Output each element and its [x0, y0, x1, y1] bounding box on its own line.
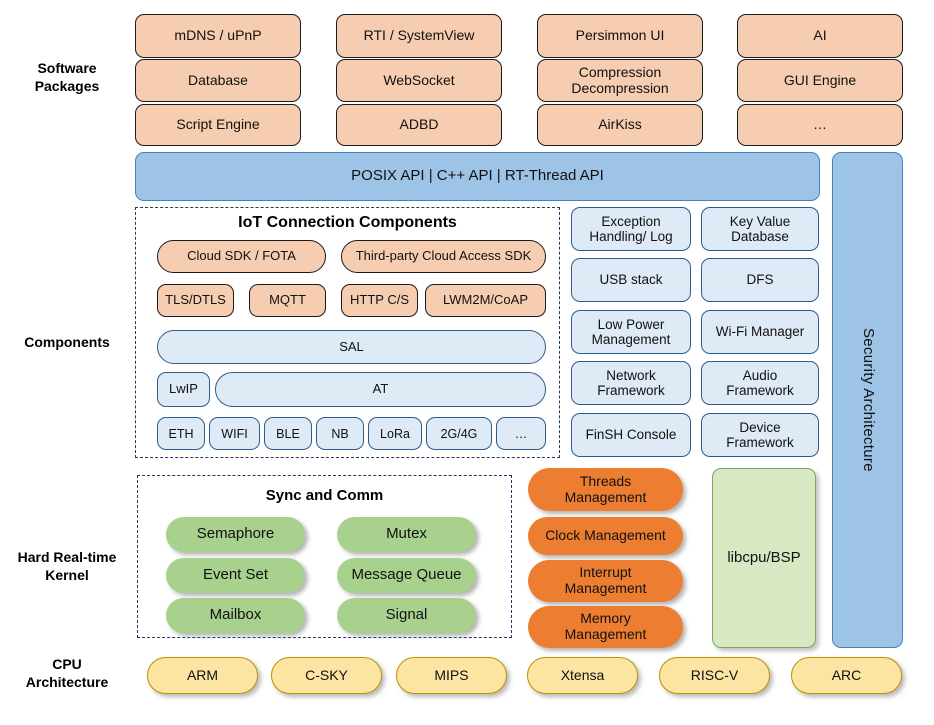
package-box[interactable]: WebSocket: [336, 59, 502, 102]
libcpu-bsp-box[interactable]: libcpu/BSP: [712, 468, 816, 648]
sync-and-comm-title: Sync and Comm: [265, 487, 384, 504]
kernel-management-box[interactable]: Memory Management: [528, 606, 683, 648]
package-box[interactable]: Persimmon UI: [537, 14, 703, 58]
iot-link-box[interactable]: 2G/4G: [426, 417, 492, 450]
iot-sal-box[interactable]: SAL: [157, 330, 546, 364]
api-bar: POSIX API | C++ API | RT-Thread API: [135, 152, 820, 201]
component-box[interactable]: Wi-Fi Manager: [701, 310, 819, 354]
iot-link-box[interactable]: ETH: [157, 417, 205, 450]
sync-and-comm-group: [137, 475, 512, 638]
component-box[interactable]: DFS: [701, 258, 819, 302]
iot-lwip-box[interactable]: LwIP: [157, 372, 210, 407]
component-box[interactable]: Key Value Database: [701, 207, 819, 251]
component-box[interactable]: Low Power Management: [571, 310, 691, 354]
package-box[interactable]: AI: [737, 14, 903, 58]
kernel-sync-box[interactable]: Signal: [337, 598, 476, 633]
iot-link-box[interactable]: BLE: [264, 417, 312, 450]
iot-link-box[interactable]: NB: [316, 417, 364, 450]
iot-link-box[interactable]: WIFI: [209, 417, 260, 450]
iot-link-box[interactable]: LoRa: [368, 417, 422, 450]
iot-connection-title: IoT Connection Components: [238, 214, 457, 231]
package-box[interactable]: AirKiss: [537, 104, 703, 146]
kernel-sync-box[interactable]: Mutex: [337, 517, 476, 552]
package-box[interactable]: RTI / SystemView: [336, 14, 502, 58]
iot-cloud-box[interactable]: Third-party Cloud Access SDK: [341, 240, 546, 273]
iot-connection-group: [135, 207, 560, 458]
package-box[interactable]: Script Engine: [135, 104, 301, 146]
kernel-management-box[interactable]: Clock Management: [528, 517, 683, 555]
component-box[interactable]: Exception Handling/ Log: [571, 207, 691, 251]
row-label-cpu-architecture: CPU Architecture: [25, 656, 109, 690]
kernel-sync-box[interactable]: Mailbox: [166, 598, 305, 633]
security-architecture-label: Security Architecture: [859, 328, 877, 472]
cpu-arch-box[interactable]: C-SKY: [271, 657, 382, 694]
package-box[interactable]: mDNS / uPnP: [135, 14, 301, 58]
package-box[interactable]: ADBD: [336, 104, 502, 146]
component-box[interactable]: Device Framework: [701, 413, 819, 457]
component-box[interactable]: Network Framework: [571, 361, 691, 405]
cpu-arch-box[interactable]: ARM: [147, 657, 258, 694]
kernel-sync-box[interactable]: Event Set: [166, 558, 305, 593]
component-box[interactable]: Audio Framework: [701, 361, 819, 405]
kernel-management-box[interactable]: Interrupt Management: [528, 560, 683, 602]
package-box[interactable]: Database: [135, 59, 301, 102]
security-architecture-bar: Security Architecture: [832, 152, 903, 648]
component-box[interactable]: USB stack: [571, 258, 691, 302]
iot-cloud-box[interactable]: Cloud SDK / FOTA: [157, 240, 326, 273]
iot-protocol-box[interactable]: TLS/DTLS: [157, 284, 234, 317]
cpu-arch-box[interactable]: MIPS: [396, 657, 507, 694]
iot-protocol-box[interactable]: LWM2M/CoAP: [425, 284, 546, 317]
row-label-software-packages: Software Packages: [34, 60, 100, 94]
kernel-management-box[interactable]: Threads Management: [528, 468, 683, 511]
package-box[interactable]: Compression Decompression: [537, 59, 703, 102]
cpu-arch-box[interactable]: ARC: [791, 657, 902, 694]
kernel-sync-box[interactable]: Message Queue: [337, 558, 476, 593]
iot-protocol-box[interactable]: MQTT: [249, 284, 326, 317]
kernel-sync-box[interactable]: Semaphore: [166, 517, 305, 552]
row-label-kernel: Hard Real-time Kernel: [17, 549, 117, 583]
row-label-components: Components: [24, 334, 110, 350]
package-box[interactable]: GUI Engine: [737, 59, 903, 102]
package-box[interactable]: …: [737, 104, 903, 146]
iot-at-box[interactable]: AT: [215, 372, 546, 407]
component-box[interactable]: FinSH Console: [571, 413, 691, 457]
cpu-arch-box[interactable]: Xtensa: [527, 657, 638, 694]
iot-protocol-box[interactable]: HTTP C/S: [341, 284, 418, 317]
iot-link-box[interactable]: …: [496, 417, 546, 450]
cpu-arch-box[interactable]: RISC-V: [659, 657, 770, 694]
